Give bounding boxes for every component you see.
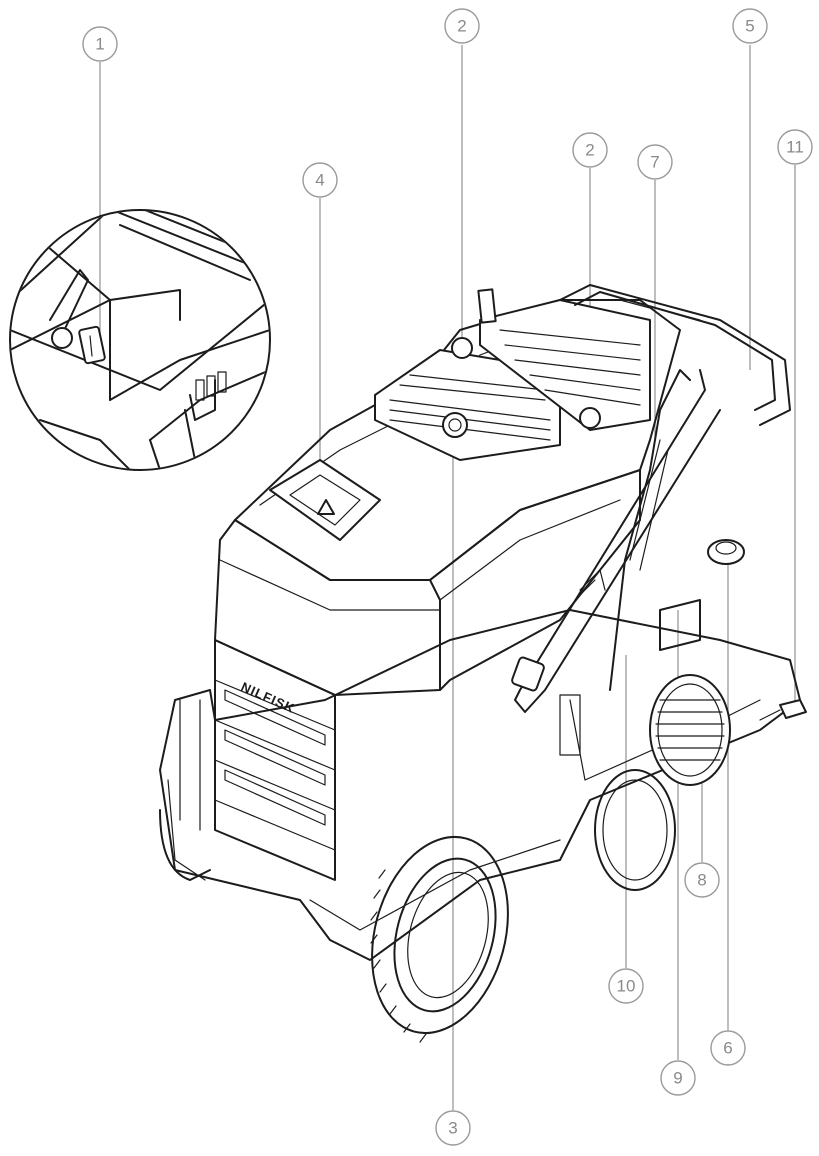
- svg-text:3: 3: [448, 1119, 457, 1138]
- power-switch-icon: [78, 325, 106, 365]
- svg-text:8: 8: [697, 871, 706, 890]
- push-handle: [559, 284, 791, 426]
- cap-3: [442, 412, 468, 438]
- svg-text:2: 2: [585, 141, 594, 160]
- callout-8: 8: [684, 862, 720, 898]
- fuel-cap: [707, 539, 745, 565]
- callout-1: 1: [82, 26, 118, 62]
- callout-6: 6: [710, 1030, 746, 1066]
- svg-text:11: 11: [786, 138, 804, 157]
- nozzle-holder-b: [579, 407, 601, 429]
- nozzle-holder-a: [451, 337, 473, 359]
- callout-11: 11: [777, 129, 813, 165]
- svg-text:2: 2: [457, 17, 466, 36]
- svg-text:4: 4: [315, 171, 324, 190]
- leader-lines: [99, 45, 796, 1110]
- callout-2b: 2: [572, 132, 608, 168]
- callout-2a: 2: [444, 8, 480, 44]
- svg-text:5: 5: [745, 17, 754, 36]
- svg-text:10: 10: [617, 977, 636, 996]
- callout-10: 10: [608, 968, 644, 1004]
- svg-text:1: 1: [95, 35, 104, 54]
- front-wheel: [371, 835, 509, 1035]
- svg-text:6: 6: [723, 1039, 732, 1058]
- callout-9: 9: [660, 1060, 696, 1096]
- warning-triangle-icon: [317, 499, 335, 515]
- hose-outlet: [779, 699, 807, 719]
- svg-text:9: 9: [673, 1069, 682, 1088]
- fan-grille: [649, 674, 731, 786]
- svg-text:7: 7: [650, 153, 659, 172]
- pressure-washer-body: NILFISK: [159, 284, 807, 1043]
- callout-7: 7: [637, 144, 673, 180]
- switch-detail-inset: [9, 209, 271, 471]
- callout-5: 5: [732, 8, 768, 44]
- lance-grip: [511, 656, 545, 692]
- callout-4: 4: [302, 162, 338, 198]
- accessory-tray: [374, 349, 561, 461]
- rear-wheel: [594, 769, 676, 891]
- callout-3: 3: [435, 1110, 471, 1146]
